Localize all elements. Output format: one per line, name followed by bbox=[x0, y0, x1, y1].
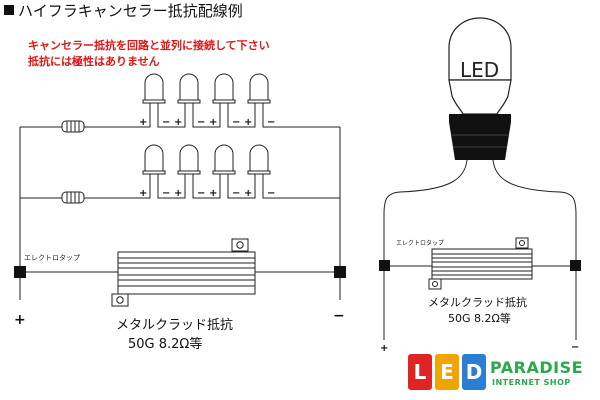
led-1: +− bbox=[139, 73, 170, 128]
led-paradise-logo bbox=[408, 354, 486, 390]
logo-box-l bbox=[408, 354, 432, 390]
resistor-spec-right: 50G 8.2Ω等 bbox=[448, 312, 511, 325]
electro-tap-right-minus bbox=[570, 260, 581, 271]
metal-clad-resistor-left bbox=[111, 238, 256, 307]
metal-clad-resistor-right bbox=[428, 237, 533, 290]
logo-box-d bbox=[462, 354, 486, 390]
led-plus-mark: + bbox=[209, 188, 217, 199]
page-title: ハイフラキャンセラー抵抗配線例 bbox=[18, 2, 243, 20]
resistor-name-right: メタルクラッド抵抗 bbox=[428, 296, 527, 309]
led-4: +− bbox=[244, 73, 275, 128]
led-2: +− bbox=[174, 73, 205, 128]
led-bulb bbox=[448, 17, 512, 160]
resistor-name-left: メタルクラッド抵抗 bbox=[116, 318, 234, 333]
led-minus-mark: − bbox=[232, 117, 240, 128]
led-minus-mark: − bbox=[197, 188, 205, 199]
left-circuit-wires bbox=[19, 126, 341, 300]
led-3: +− bbox=[209, 73, 240, 128]
logo-letter-l: L bbox=[413, 360, 427, 384]
bulb-text: LED bbox=[460, 58, 500, 82]
electro-tap-right-plus bbox=[379, 260, 390, 271]
led-minus-mark: − bbox=[267, 117, 275, 128]
led-minus-mark: − bbox=[162, 117, 170, 128]
small-resistor-top bbox=[61, 120, 85, 133]
led-3: +− bbox=[209, 144, 240, 199]
led-plus-mark: + bbox=[139, 117, 147, 128]
electro-tap-label-left: エレクトロタップ bbox=[24, 254, 80, 262]
led-1: +− bbox=[139, 144, 170, 199]
logo-name: PARADISE bbox=[490, 358, 584, 377]
led-minus-mark: − bbox=[162, 188, 170, 199]
logo-letter-e: E bbox=[440, 360, 454, 384]
electro-tap-label-right: エレクトロタップ bbox=[396, 240, 445, 247]
led-plus-mark: + bbox=[209, 117, 217, 128]
electro-tap-left-minus bbox=[334, 266, 346, 278]
led-plus-mark: + bbox=[174, 117, 182, 128]
led-minus-mark: − bbox=[197, 117, 205, 128]
logo-tagline: INTERNET SHOP bbox=[492, 378, 571, 387]
led-minus-mark: − bbox=[267, 188, 275, 199]
minus-terminal-right: − bbox=[571, 342, 580, 353]
led-minus-mark: − bbox=[232, 188, 240, 199]
logo-letter-d: D bbox=[465, 360, 483, 384]
minus-terminal-left: − bbox=[333, 308, 345, 324]
right-circuit-wires bbox=[383, 159, 577, 340]
plus-terminal-left: + bbox=[14, 312, 26, 328]
note-line-1: キャンセラー抵抗を回路と並列に接続して下さい bbox=[28, 39, 270, 52]
plus-terminal-right: + bbox=[380, 343, 389, 354]
led-4: +− bbox=[244, 144, 275, 199]
led-plus-mark: + bbox=[244, 117, 252, 128]
electro-tap-left-plus bbox=[14, 266, 26, 278]
title-bullet-square bbox=[4, 5, 14, 15]
led-row-top: +−+−+−+− bbox=[139, 73, 275, 128]
led-plus-mark: + bbox=[139, 188, 147, 199]
led-2: +− bbox=[174, 144, 205, 199]
led-plus-mark: + bbox=[174, 188, 182, 199]
small-resistor-bottom bbox=[61, 191, 85, 204]
led-row-bottom: +−+−+−+− bbox=[139, 144, 275, 199]
resistor-spec-left: 50G 8.2Ω等 bbox=[128, 337, 203, 352]
led-plus-mark: + bbox=[244, 188, 252, 199]
note-line-2: 抵抗には極性はありません bbox=[28, 55, 160, 68]
logo-box-e bbox=[435, 354, 459, 390]
